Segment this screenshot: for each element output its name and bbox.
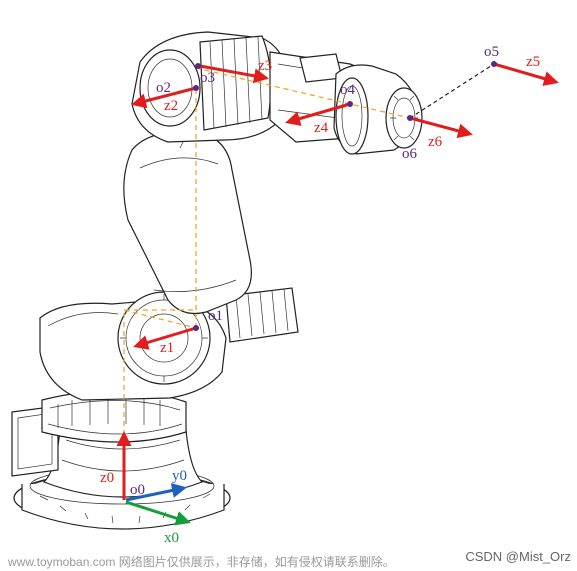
x0-arrow bbox=[125, 500, 191, 526]
label-o6: o6 bbox=[402, 146, 418, 162]
z6-arrow bbox=[409, 116, 473, 139]
label-y0: y0 bbox=[172, 468, 187, 484]
z4-arrow bbox=[285, 102, 351, 126]
origin-o5-dot bbox=[491, 61, 497, 67]
label-o1: o1 bbox=[208, 308, 223, 324]
z2-arrow bbox=[131, 86, 197, 109]
origin-o1-dot bbox=[193, 325, 199, 331]
robot-base bbox=[11, 389, 231, 530]
z1-arrow bbox=[133, 326, 197, 350]
label-o5: o5 bbox=[484, 44, 499, 60]
label-x0: x0 bbox=[164, 530, 179, 546]
label-o2: o2 bbox=[156, 80, 171, 96]
link-line-base-shoulder bbox=[123, 309, 196, 498]
credit-text: CSDN @Mist_Orz bbox=[465, 549, 571, 564]
label-z0: z0 bbox=[100, 470, 114, 486]
label-z2: z2 bbox=[164, 98, 178, 114]
link-line-elbow-wrist bbox=[195, 67, 411, 119]
link-lines bbox=[123, 63, 495, 498]
label-z1: z1 bbox=[160, 340, 174, 356]
origin-o2-dot bbox=[193, 85, 199, 91]
link-line-to-o5 bbox=[409, 63, 495, 119]
label-o0: o0 bbox=[130, 482, 145, 498]
label-z4: z4 bbox=[314, 120, 329, 136]
y0-arrow bbox=[125, 483, 187, 502]
watermark-text: www.toymoban.com 网络图片仅供展示，非存储，如有侵权请联系删除。 bbox=[8, 555, 395, 569]
z3-arrow bbox=[199, 64, 269, 84]
robot-upper-arm bbox=[123, 130, 252, 315]
link-line-joint1 bbox=[123, 309, 197, 329]
origin-points bbox=[193, 61, 497, 331]
axis-arrows bbox=[116, 62, 559, 526]
label-o4: o4 bbox=[340, 82, 356, 98]
origin-o4-dot bbox=[347, 101, 353, 107]
label-o3: o3 bbox=[200, 70, 215, 86]
label-z5: z5 bbox=[526, 54, 540, 70]
label-z6: z6 bbox=[428, 134, 443, 150]
robot-drawing bbox=[11, 31, 423, 530]
origin-o6-dot bbox=[407, 115, 413, 121]
frame-labels: o0 z0 y0 x0 o1 z1 o2 z2 o3 z3 o4 z4 o5 z… bbox=[100, 44, 540, 546]
origin-o3-dot bbox=[195, 63, 201, 69]
z5-arrow bbox=[493, 62, 559, 86]
robot-wrist bbox=[333, 64, 423, 155]
label-z3: z3 bbox=[258, 58, 272, 74]
